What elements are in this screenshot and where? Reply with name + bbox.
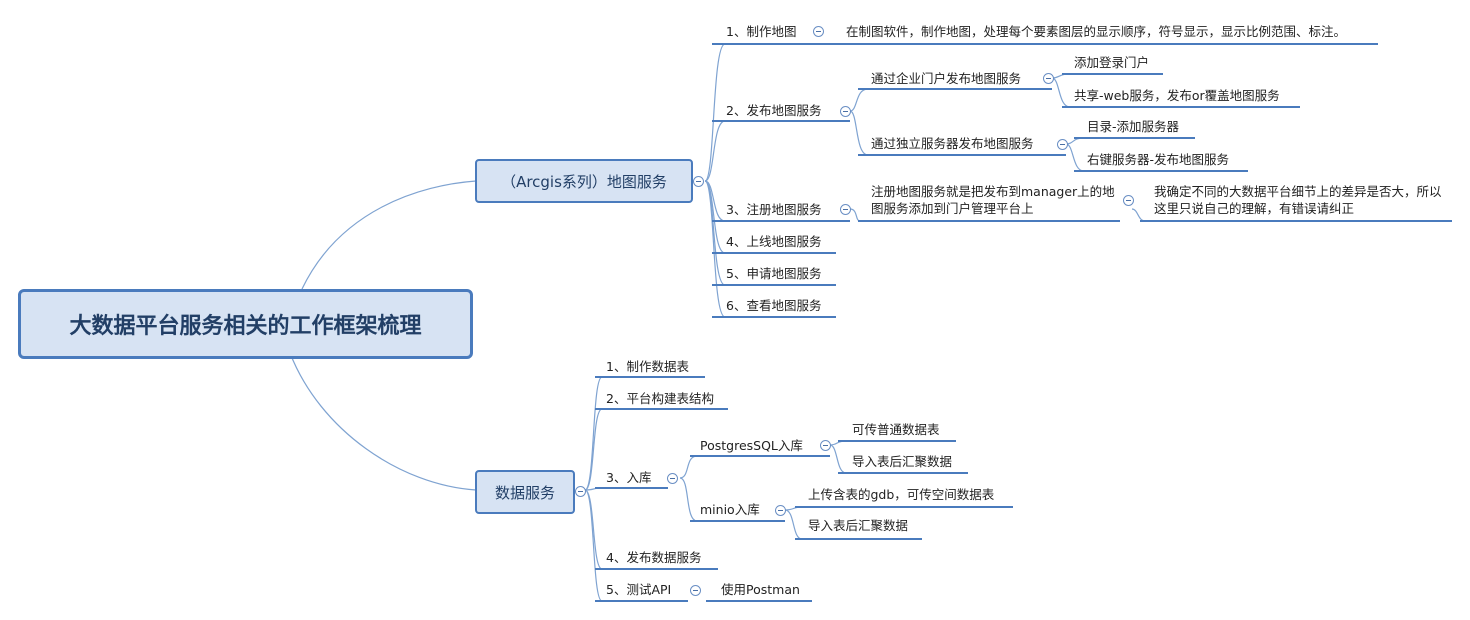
arcgis-step-3-detail[interactable]: 注册地图服务就是把发布到manager上的地图服务添加到门户管理平台上 <box>871 184 1115 216</box>
data-step-5-detail[interactable]: 使用Postman <box>721 582 800 597</box>
arcgis-step-2[interactable]: 2、发布地图服务 <box>726 103 822 118</box>
arcgis-step-1[interactable]: 1、制作地图 <box>726 24 797 39</box>
collapse-icon[interactable] <box>667 473 678 484</box>
arcgis-step-6[interactable]: 6、查看地图服务 <box>726 298 822 313</box>
collapse-icon[interactable] <box>693 176 704 187</box>
branch-arcgis-map-service[interactable]: （Arcgis系列）地图服务 <box>475 159 693 203</box>
arcgis-step-4[interactable]: 4、上线地图服务 <box>726 234 822 249</box>
minio-item-2[interactable]: 导入表后汇聚数据 <box>808 518 909 533</box>
collapse-icon[interactable] <box>690 585 701 596</box>
portal-item-login[interactable]: 添加登录门户 <box>1074 55 1150 70</box>
postgres-item-1[interactable]: 可传普通数据表 <box>852 422 940 437</box>
collapse-icon[interactable] <box>1123 195 1134 206</box>
data-step-4[interactable]: 4、发布数据服务 <box>606 550 702 565</box>
arcgis-step-1-detail[interactable]: 在制图软件，制作地图，处理每个要素图层的显示顺序，符号显示，显示比例范围、标注。 <box>846 24 1347 39</box>
publish-via-server[interactable]: 通过独立服务器发布地图服务 <box>871 136 1034 151</box>
arcgis-step-3[interactable]: 3、注册地图服务 <box>726 202 822 217</box>
data-step-1[interactable]: 1、制作数据表 <box>606 359 689 374</box>
minio-item-1[interactable]: 上传含表的gdb，可传空间数据表 <box>808 487 995 502</box>
collapse-icon[interactable] <box>840 204 851 215</box>
collapse-icon[interactable] <box>813 26 824 37</box>
data-step-3[interactable]: 3、入库 <box>606 470 652 485</box>
collapse-icon[interactable] <box>1043 73 1054 84</box>
arcgis-step-5[interactable]: 5、申请地图服务 <box>726 266 822 281</box>
branch-data-service[interactable]: 数据服务 <box>475 470 575 514</box>
postgres-item-2[interactable]: 导入表后汇聚数据 <box>852 454 953 469</box>
minio-ingest[interactable]: minio入库 <box>700 502 760 517</box>
collapse-icon[interactable] <box>840 106 851 117</box>
data-step-2[interactable]: 2、平台构建表结构 <box>606 391 714 406</box>
server-item-add[interactable]: 目录-添加服务器 <box>1087 119 1180 134</box>
arcgis-step-3-note[interactable]: 我确定不同的大数据平台细节上的差异是否大，所以这里只说自己的理解，有错误请纠正 <box>1154 184 1442 216</box>
server-item-publish[interactable]: 右键服务器-发布地图服务 <box>1087 152 1230 167</box>
collapse-icon[interactable] <box>1057 139 1068 150</box>
collapse-icon[interactable] <box>775 505 786 516</box>
collapse-icon[interactable] <box>820 440 831 451</box>
publish-via-portal[interactable]: 通过企业门户发布地图服务 <box>871 71 1022 86</box>
root-topic[interactable]: 大数据平台服务相关的工作框架梳理 <box>18 289 473 359</box>
collapse-icon[interactable] <box>575 486 586 497</box>
postgres-ingest[interactable]: PostgresSQL入库 <box>700 438 803 453</box>
data-step-5[interactable]: 5、测试API <box>606 582 672 597</box>
portal-item-share[interactable]: 共享-web服务，发布or覆盖地图服务 <box>1074 88 1280 103</box>
